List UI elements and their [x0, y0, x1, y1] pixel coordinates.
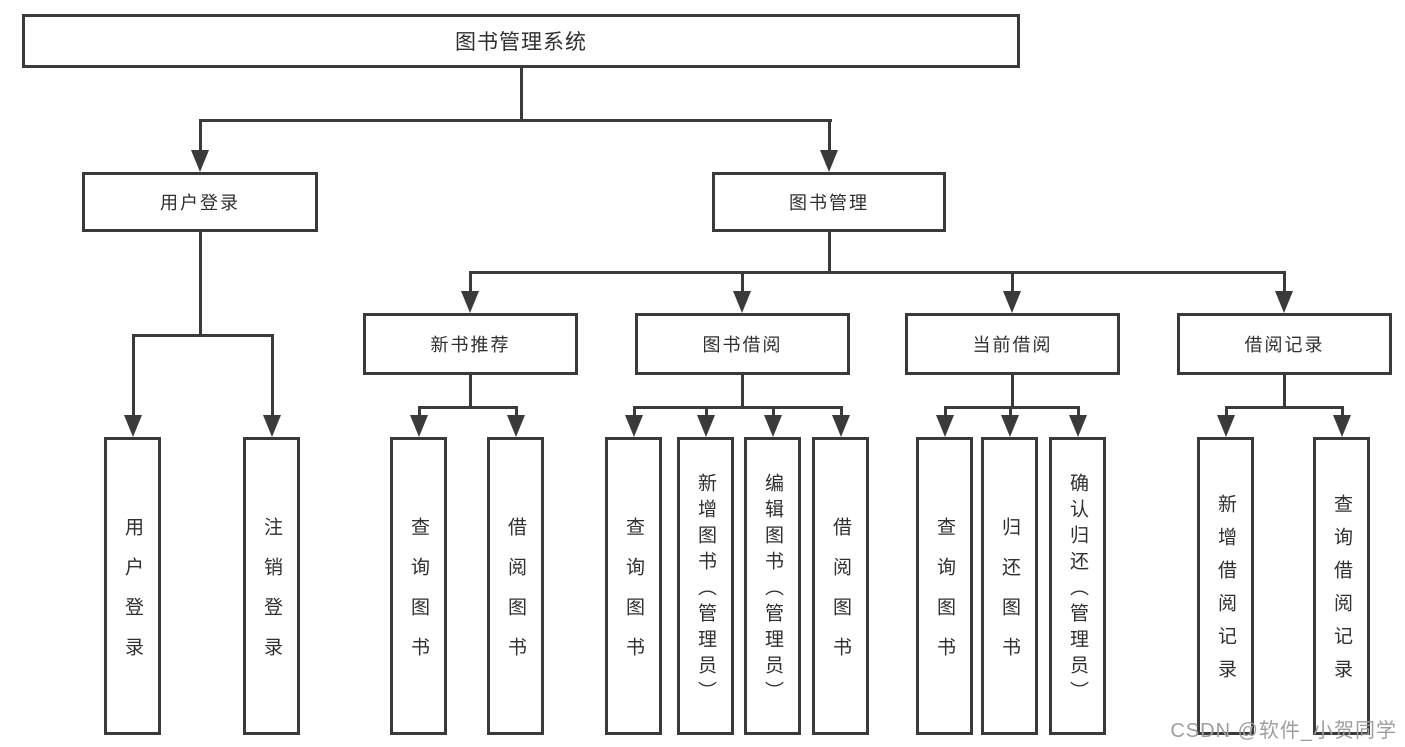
arrowhead-borrow-books-1 [507, 415, 525, 437]
node-leaf-return-books-label: 归还图书 [999, 516, 1020, 677]
node-leaf-return-books: 归还图书 [981, 437, 1038, 735]
connector-borrow-records-stem [1283, 375, 1286, 408]
node-current-borrow: 当前借阅 [905, 313, 1120, 375]
connector-drop-borrow-books-2 [840, 406, 843, 417]
node-user-login-branch-label: 用户登录 [160, 193, 240, 213]
node-book-borrow: 图书借阅 [635, 313, 850, 375]
node-leaf-add-record: 新增借阅记录 [1197, 437, 1254, 735]
connector-drop-query-record [1341, 406, 1344, 417]
arrowhead-user-login [191, 150, 209, 172]
node-leaf-confirm-return: 确认归还（管理员） [1049, 437, 1106, 735]
node-leaf-borrow-books-2: 借阅图书 [812, 437, 869, 735]
arrowhead-add-record [1217, 415, 1235, 437]
node-leaf-logout-label: 注销登录 [261, 516, 282, 677]
connector-book-mgmt-stem [828, 232, 831, 273]
node-leaf-query-books-2-label: 查询图书 [623, 516, 644, 677]
arrowhead-book-borrow [733, 291, 751, 313]
connector-drop-edit-books [772, 406, 775, 417]
connector-drop-leaf-user-login [132, 334, 135, 416]
connector-current-borrow-bus [944, 406, 1080, 409]
node-current-borrow-label: 当前借阅 [972, 335, 1053, 355]
node-leaf-user-login-label: 用户登录 [122, 516, 143, 677]
connector-drop-query-books-1 [418, 406, 421, 417]
node-root-label: 图书管理系统 [455, 31, 587, 54]
connector-drop-add-record [1225, 406, 1228, 417]
connector-root-stem [520, 68, 523, 121]
arrowhead-new-book-rec [461, 291, 479, 313]
node-leaf-query-books-1: 查询图书 [390, 437, 447, 735]
connector-user-login-bus [132, 334, 274, 337]
node-leaf-edit-books-label: 编辑图书（管理员） [762, 472, 783, 707]
arrowhead-current-borrow [1003, 291, 1021, 313]
node-leaf-borrow-books-2-label: 借阅图书 [830, 516, 851, 677]
arrowhead-edit-books [764, 415, 782, 437]
node-leaf-borrow-books-1-label: 借阅图书 [505, 516, 526, 677]
arrowhead-borrow-books-2 [832, 415, 850, 437]
connector-drop-borrow-books-1 [515, 406, 518, 417]
connector-user-login-stem [199, 232, 202, 335]
node-leaf-query-record-label: 查询借阅记录 [1331, 494, 1352, 692]
node-leaf-query-books-3: 查询图书 [916, 437, 973, 735]
node-leaf-confirm-return-label: 确认归还（管理员） [1067, 472, 1088, 707]
node-leaf-query-books-1-label: 查询图书 [408, 516, 429, 677]
connector-book-borrow-stem [741, 375, 744, 408]
node-borrow-records-label: 借阅记录 [1244, 335, 1325, 355]
connector-new-book-rec-bus [418, 406, 518, 409]
connector-current-borrow-stem [1011, 375, 1014, 408]
connector-drop-query-books-3 [944, 406, 947, 417]
node-leaf-add-books-label: 新增图书（管理员） [695, 472, 716, 707]
node-user-login-branch: 用户登录 [82, 172, 318, 232]
node-leaf-user-login: 用户登录 [104, 437, 161, 735]
arrowhead-query-record [1333, 415, 1351, 437]
arrowhead-leaf-logout [263, 415, 281, 437]
node-leaf-query-record: 查询借阅记录 [1313, 437, 1370, 735]
arrowhead-query-books-2 [625, 415, 643, 437]
arrowhead-add-books [697, 415, 715, 437]
connector-new-book-rec-stem [469, 375, 472, 408]
node-leaf-add-books: 新增图书（管理员） [677, 437, 734, 735]
node-new-book-rec-label: 新书推荐 [430, 335, 511, 355]
connector-drop-new-book-rec [469, 271, 472, 292]
node-book-mgmt-branch-label: 图书管理 [789, 193, 869, 213]
connector-drop-book-borrow [741, 271, 744, 292]
arrowhead-query-books-3 [936, 415, 954, 437]
node-leaf-query-books-3-label: 查询图书 [934, 516, 955, 677]
connector-book-mgmt-bus [469, 271, 1286, 274]
connector-drop-borrow-records [1283, 271, 1286, 292]
connector-drop-add-books [705, 406, 708, 417]
arrowhead-borrow-records [1275, 291, 1293, 313]
connector-book-borrow-bus [633, 406, 843, 409]
arrowhead-return-books [1001, 415, 1019, 437]
node-leaf-add-record-label: 新增借阅记录 [1215, 494, 1236, 692]
csdn-watermark: CSDN @软件_小贺同学 [1170, 720, 1397, 742]
arrowhead-leaf-user-login [124, 415, 142, 437]
node-new-book-rec: 新书推荐 [363, 313, 578, 375]
connector-drop-current-borrow [1011, 271, 1014, 292]
node-leaf-logout: 注销登录 [243, 437, 300, 735]
connector-drop-query-books-2 [633, 406, 636, 417]
connector-drop-user-login [199, 119, 202, 152]
connector-drop-book-mgmt [828, 119, 831, 152]
connector-borrow-records-bus [1225, 406, 1344, 409]
arrowhead-query-books-1 [410, 415, 428, 437]
connector-drop-leaf-logout [271, 334, 274, 416]
node-borrow-records: 借阅记录 [1177, 313, 1392, 375]
arrowhead-confirm-return [1069, 415, 1087, 437]
node-leaf-borrow-books-1: 借阅图书 [487, 437, 544, 735]
connector-drop-return-books [1009, 406, 1012, 417]
node-book-mgmt-branch: 图书管理 [712, 172, 946, 232]
connector-root-bus [199, 119, 832, 122]
arrowhead-book-mgmt [820, 150, 838, 172]
node-leaf-edit-books: 编辑图书（管理员） [744, 437, 801, 735]
node-root-system: 图书管理系统 [22, 14, 1020, 68]
node-book-borrow-label: 图书借阅 [702, 335, 783, 355]
node-leaf-query-books-2: 查询图书 [605, 437, 662, 735]
connector-drop-confirm-return [1077, 406, 1080, 417]
